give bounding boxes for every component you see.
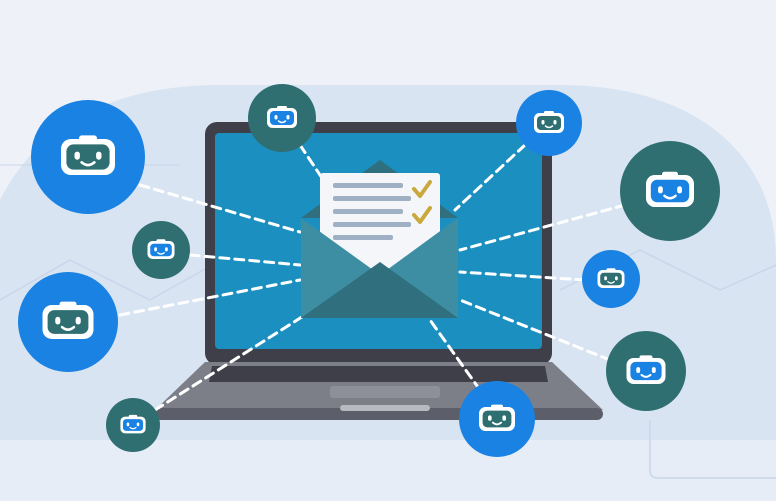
letter-icon — [320, 173, 440, 273]
robot-face-icon — [459, 381, 535, 457]
robot-face-icon — [582, 250, 640, 308]
robot-face-icon — [18, 272, 118, 372]
robot-face-icon — [606, 331, 686, 411]
checkmark-icon — [412, 180, 432, 198]
robot-face-icon — [516, 90, 582, 156]
envelope-icon — [301, 160, 458, 318]
robot-face-icon — [106, 398, 160, 452]
robot-face-icon — [132, 221, 190, 279]
bot-nodes — [18, 84, 720, 457]
robot-face-icon — [620, 141, 720, 241]
robot-face-icon — [31, 100, 145, 214]
connector-lines — [118, 143, 627, 412]
checkmark-icon — [412, 206, 432, 224]
robot-face-icon — [248, 84, 316, 152]
